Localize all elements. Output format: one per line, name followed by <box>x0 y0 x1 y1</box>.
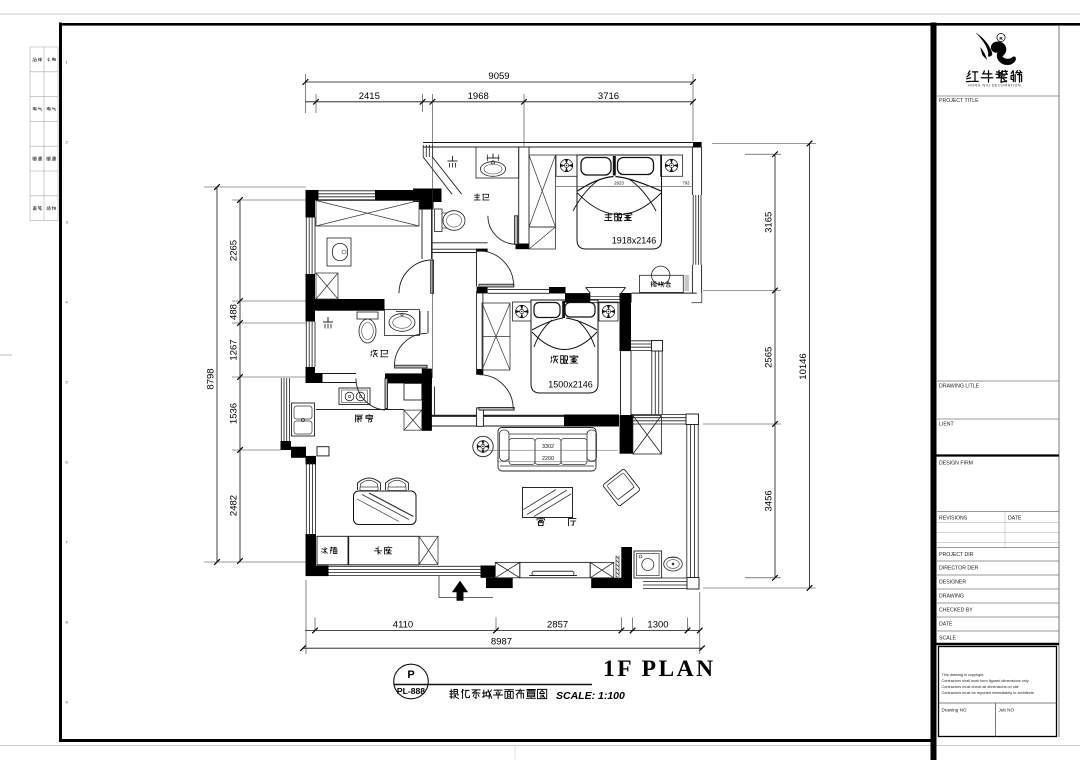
svg-text:2265: 2265 <box>229 240 240 261</box>
svg-text:DATE: DATE <box>1008 516 1022 522</box>
svg-text:1: 1 <box>66 60 69 65</box>
svg-text:DIRECTOR DER: DIRECTOR DER <box>939 566 979 572</box>
svg-text:1918x2146: 1918x2146 <box>612 236 657 246</box>
svg-text:488: 488 <box>229 304 240 320</box>
svg-text:PROJECT TITLE: PROJECT TITLE <box>939 98 979 104</box>
svg-text:1536: 1536 <box>229 403 240 424</box>
svg-text:8987: 8987 <box>491 637 512 648</box>
svg-text:2482: 2482 <box>229 495 240 516</box>
svg-text:PL-888: PL-888 <box>397 686 425 696</box>
svg-text:6: 6 <box>66 460 69 465</box>
svg-text:1300: 1300 <box>647 620 668 631</box>
svg-text:8: 8 <box>66 620 69 625</box>
svg-text:2923: 2923 <box>614 181 624 186</box>
svg-text:8798: 8798 <box>206 368 217 389</box>
svg-text:Contractors must check all dim: Contractors must check all dimensions on… <box>942 685 1019 689</box>
svg-text:9059: 9059 <box>488 71 509 82</box>
svg-text:2200: 2200 <box>542 456 554 462</box>
svg-text:3302: 3302 <box>542 444 554 450</box>
svg-text:7: 7 <box>66 540 69 545</box>
svg-text:2565: 2565 <box>764 347 775 368</box>
svg-text:P: P <box>407 669 414 681</box>
svg-text:DRAWING LITLE: DRAWING LITLE <box>939 384 980 390</box>
svg-text:DRAWING: DRAWING <box>939 594 964 600</box>
svg-text:1500x2146: 1500x2146 <box>548 380 593 390</box>
svg-text:SCALE: 1:100: SCALE: 1:100 <box>556 690 625 702</box>
svg-text:R: R <box>999 36 1003 41</box>
svg-text:DESIGN FIRM: DESIGN FIRM <box>939 461 973 467</box>
svg-text:4110: 4110 <box>393 620 413 631</box>
svg-text:Contractors must be reported i: Contractors must be reported immediately… <box>942 691 1034 695</box>
svg-text:HONG NIU DECORATION: HONG NIU DECORATION <box>968 84 1021 88</box>
svg-text:1267: 1267 <box>229 339 240 360</box>
svg-text:LIENT: LIENT <box>939 422 955 428</box>
svg-text:3165: 3165 <box>764 212 775 233</box>
svg-text:793: 793 <box>683 180 691 185</box>
svg-text:2857: 2857 <box>547 620 568 631</box>
svg-text:3716: 3716 <box>598 91 619 102</box>
svg-text:This drawing is copyright.: This drawing is copyright. <box>942 673 985 677</box>
svg-text:CHECKED BY: CHECKED BY <box>939 608 973 614</box>
svg-text:1F PLAN: 1F PLAN <box>603 656 716 682</box>
svg-text:SCALE: SCALE <box>939 636 957 642</box>
svg-text:1968: 1968 <box>468 91 489 102</box>
svg-text:Job NO: Job NO <box>999 708 1015 713</box>
svg-text:Contractors shall work form fi: Contractors shall work form figured dime… <box>942 679 1029 683</box>
svg-text:2415: 2415 <box>359 91 380 102</box>
svg-text:4: 4 <box>66 300 69 305</box>
svg-text:DATE: DATE <box>939 622 953 628</box>
svg-text:10146: 10146 <box>798 353 809 379</box>
svg-text:9: 9 <box>66 700 69 705</box>
svg-text:Drawing NO: Drawing NO <box>942 708 967 713</box>
svg-text:3: 3 <box>66 220 69 225</box>
svg-text:PROJECT DIR: PROJECT DIR <box>939 552 974 558</box>
svg-text:3456: 3456 <box>764 490 775 511</box>
svg-text:REVISIONS: REVISIONS <box>939 516 968 522</box>
svg-text:2: 2 <box>66 140 69 145</box>
svg-text:DESIGNER: DESIGNER <box>939 580 966 586</box>
svg-text:5: 5 <box>66 380 69 385</box>
